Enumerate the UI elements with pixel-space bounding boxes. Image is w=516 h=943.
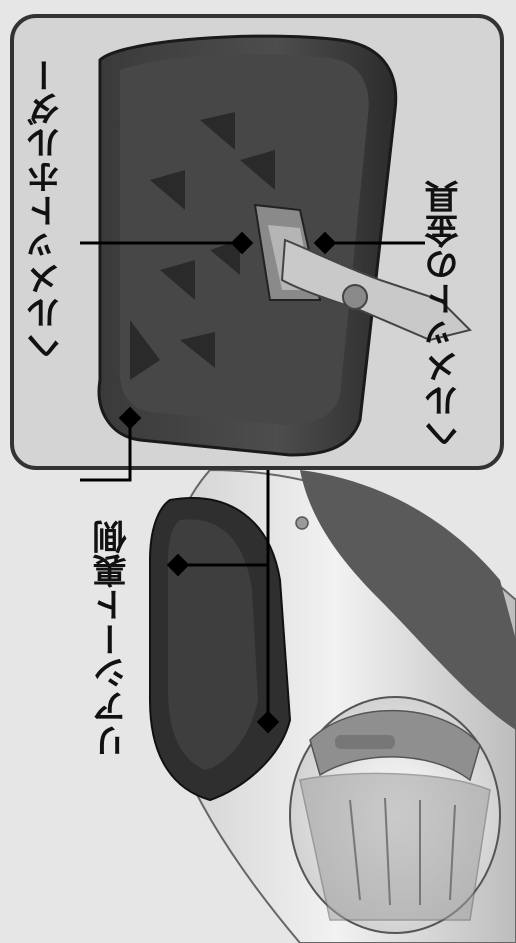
label-helmet-holder: ヘルメットホルダー	[27, 58, 67, 364]
leader-lines	[80, 241, 425, 722]
label-helmet-bracket: ヘルメットの金具	[425, 180, 465, 452]
tail-light	[289, 696, 501, 934]
label-rear-seat-underside: リアシート裏側	[93, 520, 133, 758]
